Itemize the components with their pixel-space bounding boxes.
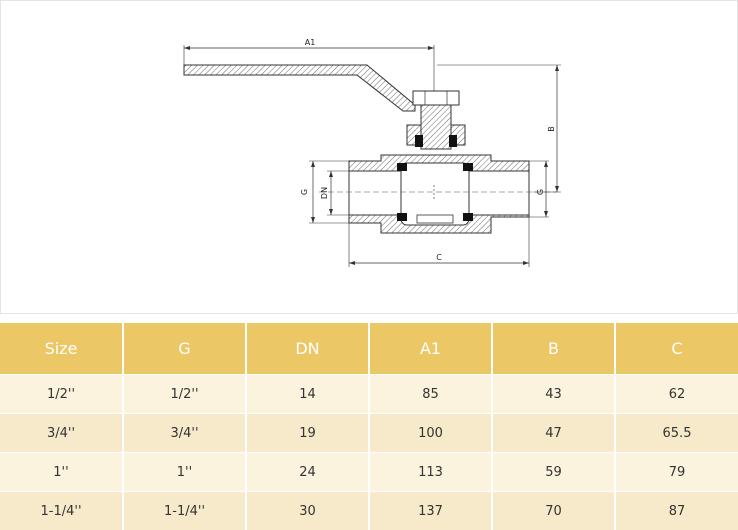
header-a1: A1 xyxy=(369,323,492,375)
cell-a1: 137 xyxy=(369,492,492,530)
cell-c: 87 xyxy=(615,492,738,530)
cell-c: 79 xyxy=(615,453,738,492)
cell-b: 47 xyxy=(492,414,615,453)
valve-body xyxy=(349,155,529,233)
label-g-left: G xyxy=(300,189,309,195)
cell-c: 65.5 xyxy=(615,414,738,453)
cell-size: 1/2'' xyxy=(0,375,123,414)
dimension-g-right: G xyxy=(529,161,549,217)
label-dn: DN xyxy=(320,187,329,199)
header-b: B xyxy=(492,323,615,375)
header-dn: DN xyxy=(246,323,369,375)
cell-size: 3/4'' xyxy=(0,414,123,453)
cell-g: 1/2'' xyxy=(123,375,246,414)
cell-g: 1-1/4'' xyxy=(123,492,246,530)
cell-dn: 14 xyxy=(246,375,369,414)
cell-a1: 113 xyxy=(369,453,492,492)
header-g: G xyxy=(123,323,246,375)
cell-dn: 30 xyxy=(246,492,369,530)
valve-handle xyxy=(184,65,415,111)
label-a1: A1 xyxy=(305,38,316,47)
table-row: 1-1/4'' 1-1/4'' 30 137 70 87 xyxy=(0,492,738,530)
table-row: 1/2'' 1/2'' 14 85 43 62 xyxy=(0,375,738,414)
header-c: C xyxy=(615,323,738,375)
cell-b: 59 xyxy=(492,453,615,492)
cell-c: 62 xyxy=(615,375,738,414)
cell-g: 3/4'' xyxy=(123,414,246,453)
valve-technical-drawing: A1 xyxy=(1,1,737,313)
header-size: Size xyxy=(0,323,123,375)
table-header-row: Size G DN A1 B C xyxy=(0,323,738,375)
cell-a1: 85 xyxy=(369,375,492,414)
label-g-right: G xyxy=(536,189,545,195)
spec-table: Size G DN A1 B C 1/2'' 1/2'' 14 85 43 62… xyxy=(0,323,738,530)
table-row: 1'' 1'' 24 113 59 79 xyxy=(0,453,738,492)
label-b: B xyxy=(547,126,556,132)
dimension-dn: DN xyxy=(320,171,349,215)
cell-size: 1'' xyxy=(0,453,123,492)
valve-drawing: A1 xyxy=(0,0,738,314)
cell-a1: 100 xyxy=(369,414,492,453)
valve-stem xyxy=(407,91,465,149)
cell-size: 1-1/4'' xyxy=(0,492,123,530)
cell-b: 43 xyxy=(492,375,615,414)
cell-g: 1'' xyxy=(123,453,246,492)
cell-dn: 19 xyxy=(246,414,369,453)
table-row: 3/4'' 3/4'' 19 100 47 65.5 xyxy=(0,414,738,453)
cell-b: 70 xyxy=(492,492,615,530)
label-c: C xyxy=(436,253,442,262)
cell-dn: 24 xyxy=(246,453,369,492)
